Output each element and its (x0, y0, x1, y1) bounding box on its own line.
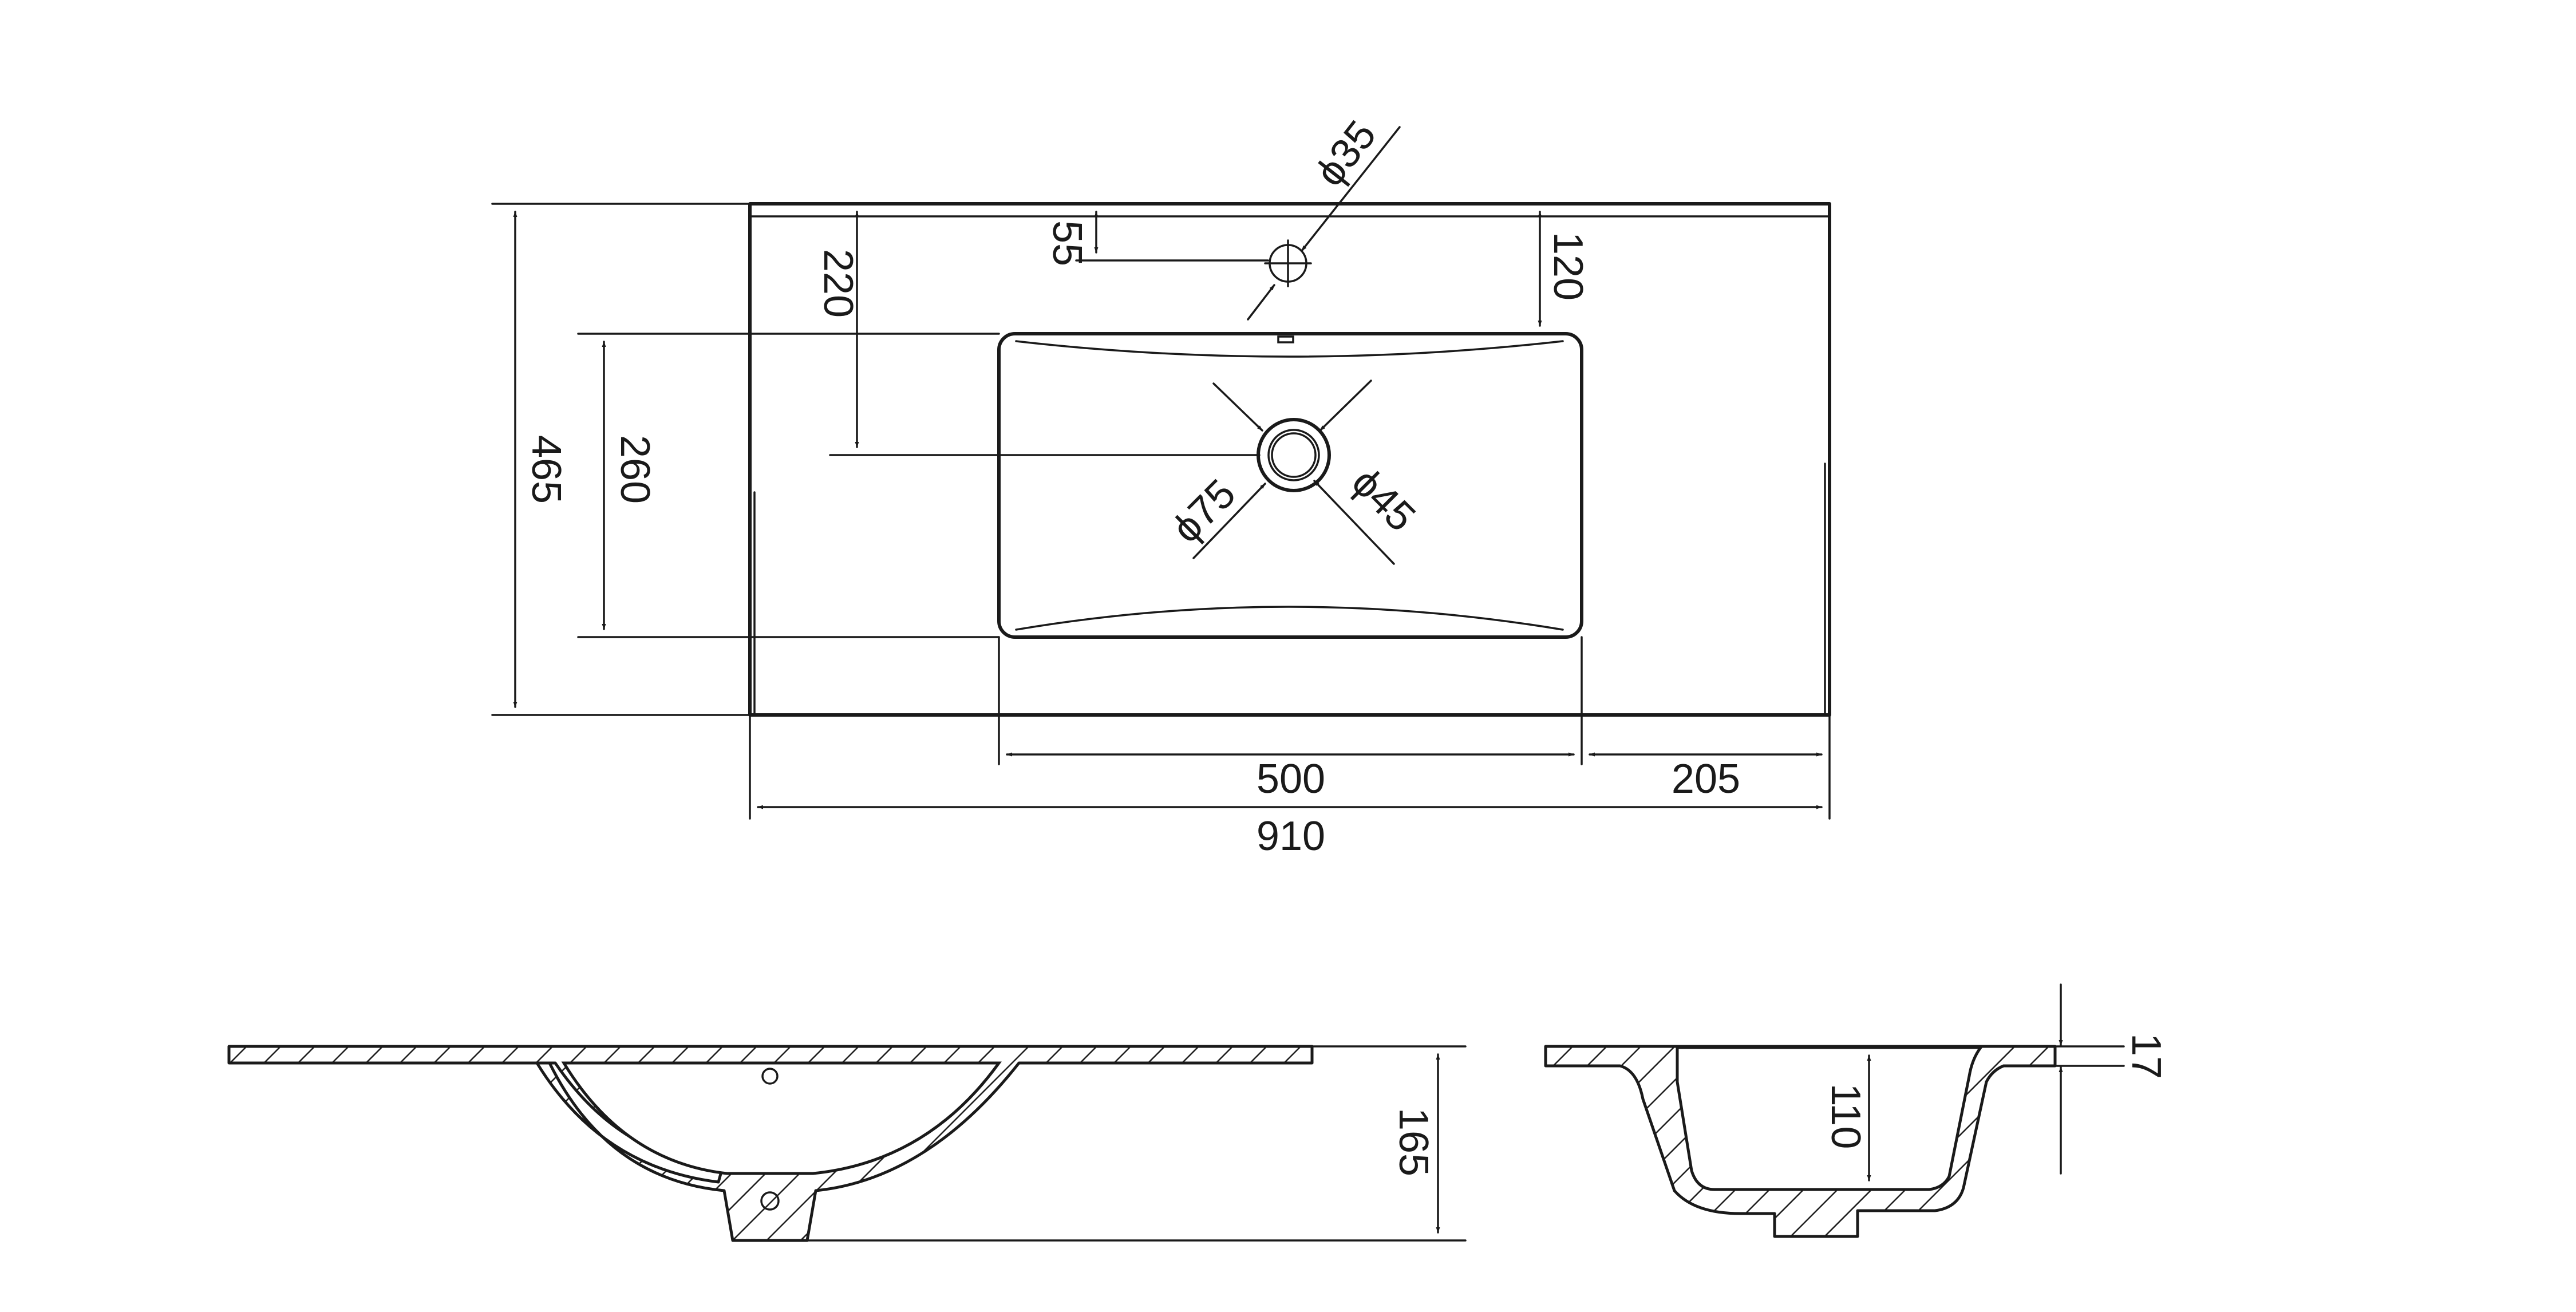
side-section: 17 110 (1544, 983, 2169, 1238)
dim-tap-offset-label: 55 (1044, 220, 1090, 266)
front-section: 165 (227, 1045, 1467, 1242)
dim-front-height-label: 165 (1390, 1108, 1436, 1176)
drain-hole (1257, 418, 1331, 492)
leader-drain-outer-b (1192, 483, 1266, 559)
drain-inner-diameter-label: ϕ45 (1343, 459, 1424, 540)
dim-bowl-depth-label: 260 (612, 435, 658, 504)
top-view: 465 260 220 55 120 ϕ35 ϕ75 ϕ45 500 205 9 (491, 112, 1831, 859)
leader-tap-diameter (1301, 126, 1401, 252)
tap-hole (1264, 239, 1312, 287)
leader-drain-outer-a (1212, 382, 1263, 432)
front-overflow-hole (761, 1068, 779, 1085)
drain-outer-diameter-label: ϕ75 (1163, 471, 1244, 552)
front-drain-hole (760, 1191, 780, 1211)
dim-overall-width-label: 910 (1257, 813, 1325, 859)
side-bowl-inner (1676, 1046, 1984, 1191)
dim-right-offset-label: 205 (1672, 756, 1740, 802)
dim-drain-offset-label: 220 (815, 249, 861, 318)
dim-bowl-width-label: 500 (1257, 756, 1325, 802)
overflow-slot (1277, 335, 1294, 343)
leader-drain-inner-b (1313, 480, 1395, 565)
front-bowl-inner (561, 1061, 1002, 1175)
dim-overall-depth-label: 465 (523, 435, 569, 504)
dim-rim-thickness-label: 17 (2123, 1033, 2169, 1079)
dim-side-bowl-depth-label: 110 (1823, 1084, 1868, 1149)
leader-drain-inner-a (1319, 380, 1372, 432)
dim-rim-offset-label: 120 (1545, 232, 1591, 301)
tap-hole-diameter-label: ϕ35 (1306, 112, 1385, 195)
countertop-outline (748, 202, 1831, 717)
basin-bowl-outline (997, 332, 1583, 639)
leader-tap-diameter-tail (1247, 284, 1275, 321)
basin-bowl-back-curve (1015, 340, 1564, 358)
basin-bowl-front-curve (1015, 606, 1564, 631)
